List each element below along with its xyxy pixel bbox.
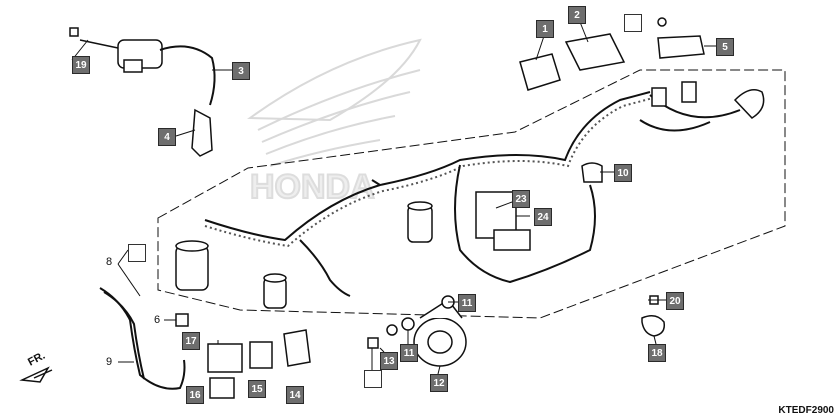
capacitor-middle	[263, 273, 287, 309]
capacitor-left	[175, 240, 209, 291]
callout-2[interactable]: 2	[568, 6, 586, 24]
callout-1[interactable]: 1	[536, 20, 554, 38]
label-8[interactable]: 8	[106, 256, 113, 268]
spark-plug-cap	[191, 108, 213, 157]
harness-group-boundary	[157, 69, 786, 319]
callout-17[interactable]: 17	[182, 332, 200, 350]
figure-code: KTEDF2900	[778, 405, 834, 416]
callout-empty-top[interactable]	[624, 14, 642, 32]
callout-10[interactable]: 10	[614, 164, 632, 182]
wire-harness	[204, 91, 741, 297]
leader-lines	[71, 21, 718, 375]
callout-16[interactable]: 16	[186, 386, 204, 404]
callout-23[interactable]: 23	[512, 190, 530, 208]
callout-12[interactable]: 12	[430, 374, 448, 392]
callout-11-upper[interactable]: 11	[458, 294, 476, 312]
callout-19[interactable]: 19	[72, 56, 90, 74]
callout-18[interactable]: 18	[648, 344, 666, 362]
svg-text:HONDA: HONDA	[250, 168, 375, 206]
callout-empty-left[interactable]	[128, 244, 146, 262]
ignition-coil	[79, 39, 216, 106]
connectors-right	[651, 81, 765, 119]
callout-20[interactable]: 20	[666, 292, 684, 310]
clip	[641, 315, 666, 337]
front-direction-arrow	[19, 366, 53, 383]
label-6[interactable]: 6	[154, 314, 161, 326]
callout-11-lower[interactable]: 11	[400, 344, 418, 362]
label-9[interactable]: 9	[106, 356, 113, 368]
horn	[413, 298, 467, 367]
callout-4[interactable]: 4	[158, 128, 176, 146]
callout-15[interactable]: 15	[248, 380, 266, 398]
relay-housings	[519, 17, 705, 91]
callout-13[interactable]: 13	[380, 352, 398, 370]
callout-5[interactable]: 5	[716, 38, 734, 56]
sub-harness	[99, 287, 186, 390]
connector-6	[175, 313, 189, 327]
clamp	[581, 162, 603, 183]
wing-emblem-watermark: HONDA	[247, 38, 422, 207]
callout-24[interactable]: 24	[534, 208, 552, 226]
fuse-box	[475, 191, 531, 251]
callout-3[interactable]: 3	[232, 62, 250, 80]
relay-parts	[207, 329, 311, 399]
capacitor-right	[407, 201, 433, 243]
callout-empty-bottom[interactable]	[364, 370, 382, 388]
callout-14[interactable]: 14	[286, 386, 304, 404]
